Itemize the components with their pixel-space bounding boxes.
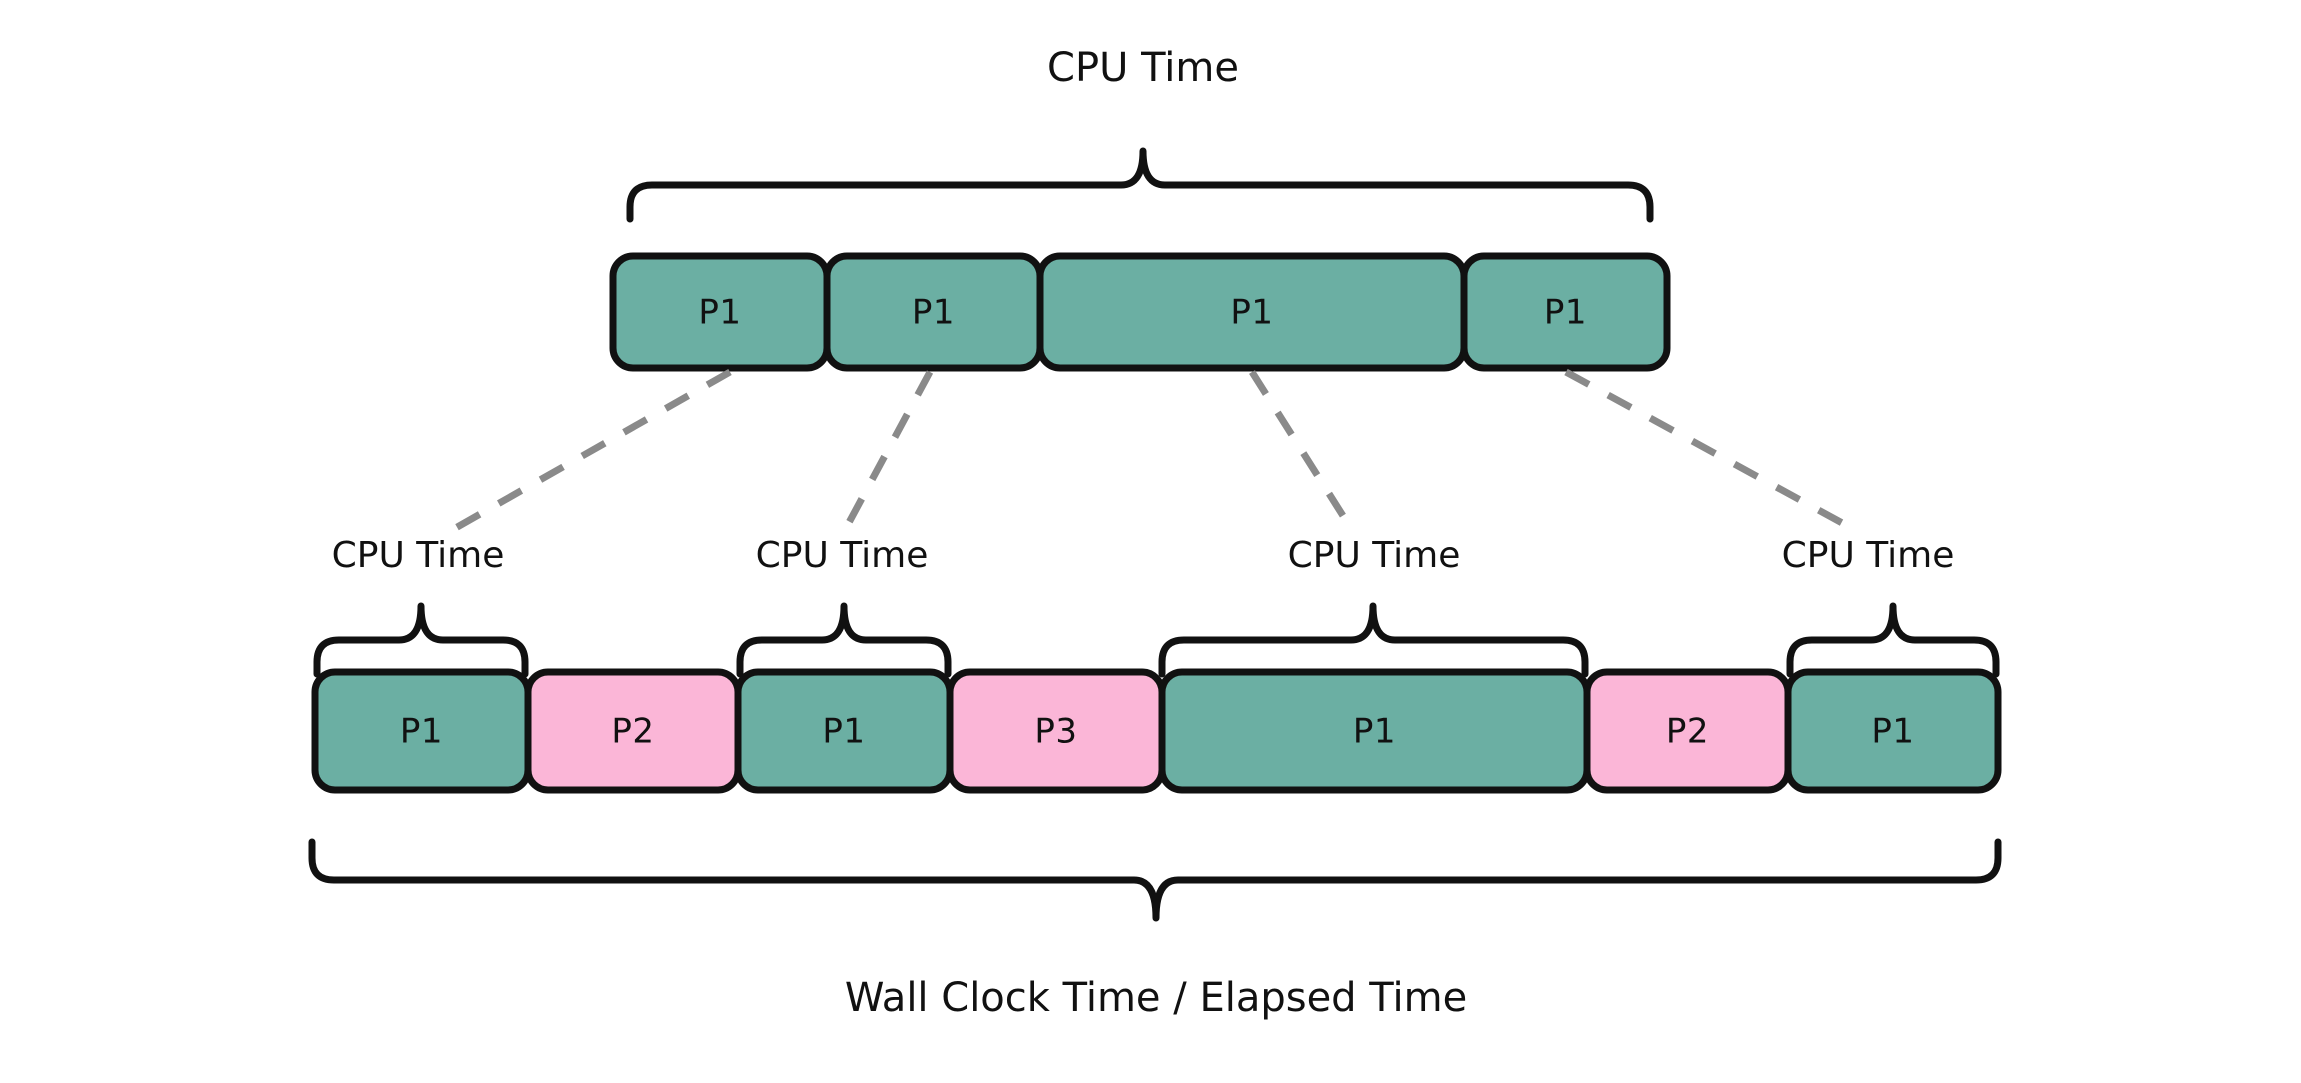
mid-cpu-time-labels: CPU Time CPU Time CPU Time CPU Time xyxy=(332,535,1955,576)
bottom-box-p3-3[interactable]: P3 xyxy=(946,668,1166,794)
connector-lines xyxy=(450,368,1857,534)
wall-clock-time-label: Wall Clock Time / Elapsed Time xyxy=(845,975,1467,1021)
mid-cpu-time-label-2: CPU Time xyxy=(756,535,929,576)
bottom-box-label: P2 xyxy=(611,712,654,752)
bottom-box-p2-1[interactable]: P2 xyxy=(524,668,742,794)
top-process-row: P1 P1 P1 P1 xyxy=(609,252,1671,372)
mid-cpu-time-brace-2 xyxy=(736,602,952,678)
top-box-p1-2[interactable]: P1 xyxy=(1036,252,1468,372)
bottom-box-p1-2[interactable]: P1 xyxy=(734,668,954,794)
mid-cpu-time-label-4: CPU Time xyxy=(1782,535,1955,576)
bottom-box-label: P2 xyxy=(1666,712,1709,752)
mid-cpu-time-label-3: CPU Time xyxy=(1288,535,1461,576)
top-box-shape[interactable] xyxy=(1460,252,1671,372)
mid-cpu-time-brace-1 xyxy=(313,602,529,678)
top-cpu-time-label: CPU Time xyxy=(1047,45,1239,91)
connector-line-2 xyxy=(841,370,934,532)
top-box-p1-3[interactable]: P1 xyxy=(1460,252,1671,372)
bottom-box-label: P1 xyxy=(400,712,443,752)
bottom-box-p2-5[interactable]: P2 xyxy=(1583,668,1792,794)
bottom-box-shape[interactable] xyxy=(1784,668,2002,794)
bottom-box-p1-4[interactable]: P1 xyxy=(1158,668,1591,794)
top-box-p1-1[interactable]: P1 xyxy=(823,252,1044,372)
bottom-box-p1-6[interactable]: P1 xyxy=(1784,668,2002,794)
connector-line-4 xyxy=(1564,368,1857,534)
mid-cpu-time-brace-3 xyxy=(1158,602,1589,678)
top-box-label: P1 xyxy=(912,293,955,333)
bottom-process-row: P1 P2 P1 P3 P1 P2 P1 xyxy=(311,668,2002,794)
top-box-p1-0[interactable]: P1 xyxy=(609,252,831,372)
mid-cpu-time-braces xyxy=(313,602,2000,678)
top-cpu-time-brace xyxy=(626,147,1654,223)
mid-cpu-time-brace-4 xyxy=(1786,602,2000,678)
top-box-label: P1 xyxy=(1230,293,1273,333)
bottom-box-label: P1 xyxy=(1871,712,1914,752)
bottom-box-label: P1 xyxy=(1353,712,1396,752)
bottom-box-p1-0[interactable]: P1 xyxy=(311,668,532,794)
connector-line-1 xyxy=(450,368,732,534)
top-box-label: P1 xyxy=(1544,293,1587,333)
bottom-box-label: P3 xyxy=(1034,712,1077,752)
wall-clock-time-brace xyxy=(308,838,2002,922)
bottom-box-label: P1 xyxy=(822,712,865,752)
mid-cpu-time-label-1: CPU Time xyxy=(332,535,505,576)
connector-line-3 xyxy=(1249,370,1355,532)
top-box-label: P1 xyxy=(698,293,741,333)
